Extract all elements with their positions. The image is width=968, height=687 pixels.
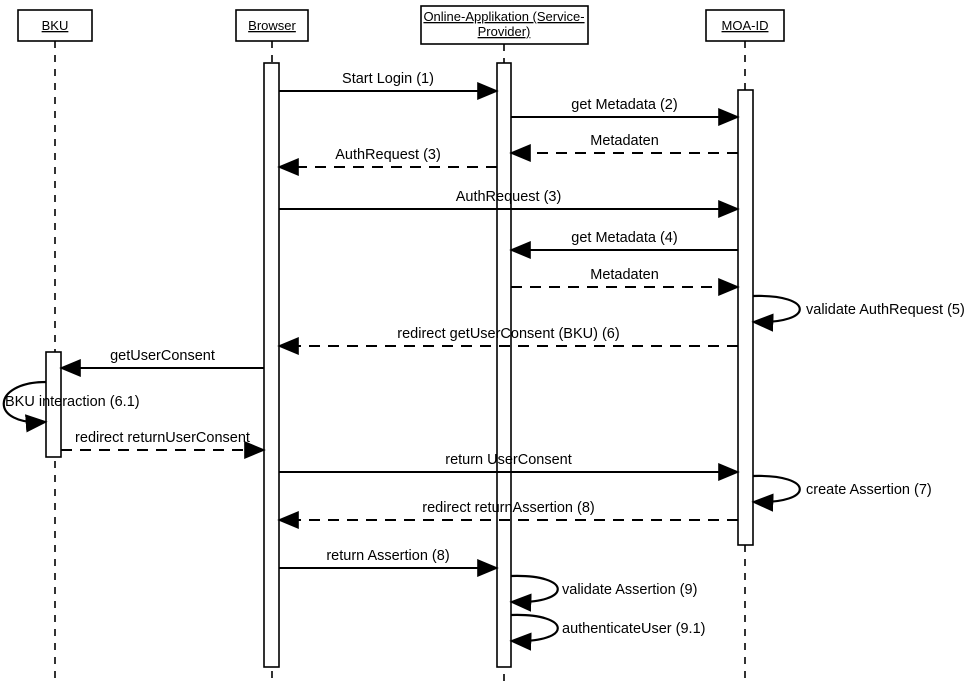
self-message-2: BKU interaction (6.1) <box>2 380 140 433</box>
message-label-2: get Metadata (2) <box>571 97 677 113</box>
message-13: return Assertion (8) <box>279 548 499 577</box>
message-5: AuthRequest (3) <box>279 189 740 218</box>
message-label-6: get Metadata (4) <box>571 230 677 246</box>
message-2: get Metadata (2) <box>511 97 740 126</box>
participant-box-sp <box>420 5 589 45</box>
self-message-arc-2 <box>2 380 48 433</box>
activations-group <box>45 62 754 668</box>
participant-box-bku <box>17 9 93 42</box>
messages-group: Start Login (1) get Metadata (2) Metadaten… <box>59 71 740 577</box>
message-12: redirect returnAssertion (8) <box>277 500 738 529</box>
self-message-arc-1 <box>751 294 801 332</box>
message-label-9: getUserConsent <box>110 348 215 364</box>
participant-header-bku: BKU <box>17 9 93 42</box>
message-8: redirect getUserConsent (BKU) (6) <box>277 326 738 355</box>
message-6: get Metadata (4) <box>509 230 738 259</box>
participant-header-browser: Browser <box>235 9 309 42</box>
message-7: Metadaten <box>511 267 740 296</box>
self-message-label-4: validate Assertion (9) <box>562 582 697 598</box>
self-message-label-3: create Assertion (7) <box>806 482 932 498</box>
participant-headers-group: BKU Browser Online-Applikation (Service-Pr… <box>17 5 785 45</box>
self-message-arc-5 <box>509 613 559 651</box>
message-label-3: Metadaten <box>590 133 659 149</box>
self-message-label-1: validate AuthRequest (5) <box>806 302 965 318</box>
message-label-8: redirect getUserConsent (BKU) (6) <box>397 326 619 342</box>
activation-bar-browser <box>263 62 280 668</box>
participant-header-sp: Online-Applikation (Service-Provider) <box>420 5 589 45</box>
participant-label-sp: Online-Applikation (Service-Provider) <box>423 9 584 39</box>
self-message-label-2: BKU interaction (6.1) <box>5 394 140 410</box>
self-messages-group: validate AuthRequest (5) BKU interaction … <box>2 294 965 651</box>
self-message-1: validate AuthRequest (5) <box>751 294 965 332</box>
message-label-13: return Assertion (8) <box>326 548 449 564</box>
message-label-11: return UserConsent <box>445 452 572 468</box>
message-1: Start Login (1) <box>279 71 499 100</box>
message-label-5: AuthRequest (3) <box>456 189 562 205</box>
self-message-3: create Assertion (7) <box>751 474 932 512</box>
self-message-label-5: authenticateUser (9.1) <box>562 621 705 637</box>
message-9: getUserConsent <box>59 348 264 377</box>
participant-box-browser <box>235 9 309 42</box>
message-label-4: AuthRequest (3) <box>335 147 441 163</box>
participant-label-browser: Browser <box>248 18 296 33</box>
self-message-5: authenticateUser (9.1) <box>509 613 705 651</box>
message-3: Metadaten <box>509 133 738 162</box>
message-label-1: Start Login (1) <box>342 71 434 87</box>
message-label-12: redirect returnAssertion (8) <box>422 500 594 516</box>
message-label-10: redirect returnUserConsent <box>75 430 250 446</box>
message-11: return UserConsent <box>279 452 740 481</box>
message-10: redirect returnUserConsent <box>61 430 266 459</box>
self-message-arc-3 <box>751 474 801 512</box>
participant-box-moaid <box>705 9 785 42</box>
participant-label-moaid: MOA-ID <box>722 18 769 33</box>
message-label-7: Metadaten <box>590 267 659 283</box>
message-4: AuthRequest (3) <box>277 147 497 176</box>
activation-bar-sp <box>496 62 512 668</box>
participant-header-moaid: MOA-ID <box>705 9 785 42</box>
self-message-4: validate Assertion (9) <box>509 574 697 612</box>
participant-label-bku: BKU <box>42 18 69 33</box>
activation-bar-bku <box>45 351 62 458</box>
self-message-arc-4 <box>509 574 559 612</box>
activation-bar-moaid <box>737 89 754 546</box>
